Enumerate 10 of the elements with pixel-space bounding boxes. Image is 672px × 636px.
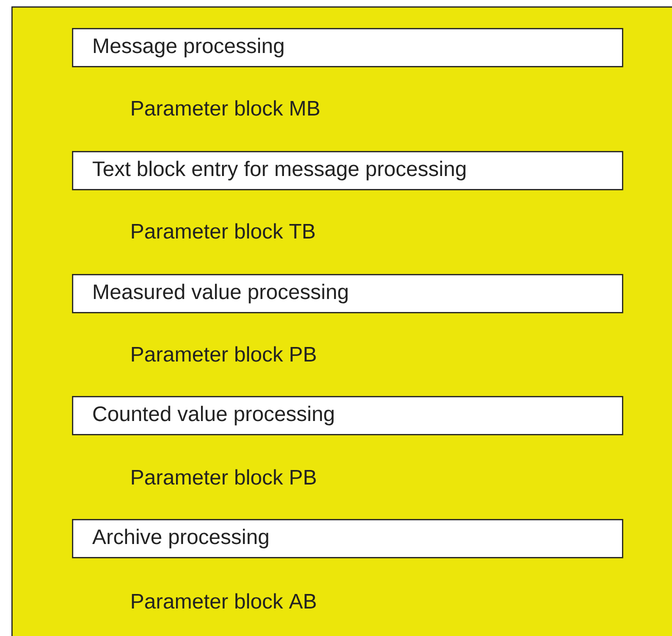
parameter-label: Parameter block PB <box>132 346 316 362</box>
parameter-label: Parameter block TB <box>132 223 315 239</box>
process-box: Archive processing <box>72 519 624 558</box>
parameter-label: Parameter block MB <box>132 100 320 116</box>
process-box: Text block entry for message processing <box>72 151 624 190</box>
process-box: Measured value processing <box>72 274 624 314</box>
process-box: Counted value processing <box>72 396 624 436</box>
parameter-label: Parameter block AB <box>132 593 316 609</box>
parameter-label: Parameter block PB <box>132 469 316 485</box>
process-box: Message processing <box>72 28 624 68</box>
